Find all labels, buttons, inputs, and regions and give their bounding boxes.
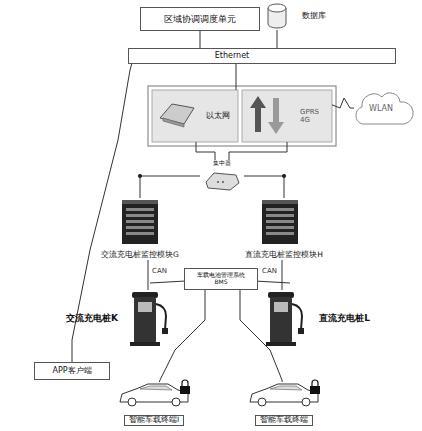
- up-arrow-icon: [250, 96, 266, 132]
- node-text: Ethernet: [215, 51, 249, 60]
- connector-line: [148, 260, 149, 290]
- connector-line: [332, 98, 354, 108]
- connector-line: [196, 142, 215, 160]
- node-text: APP客户端: [52, 366, 91, 375]
- monitor-node: 直流充电桩监控模块H: [232, 198, 336, 260]
- connector-line: [258, 281, 290, 283]
- terminal-node: 智能车载终端I: [112, 382, 196, 426]
- node-text: 交流充电桩监控模块G: [101, 251, 179, 260]
- edge-label: CAN: [152, 267, 167, 275]
- database-icon: [268, 4, 286, 28]
- wireless-panel-node: GPRS 4G: [242, 90, 332, 142]
- charger-node: 直流充电桩L: [262, 290, 370, 346]
- wireless-panel: [242, 90, 332, 142]
- connector-line: [277, 30, 278, 48]
- unit-box: 区域协调调度单元: [140, 7, 260, 31]
- led-dot: [217, 181, 219, 183]
- node-text: 区域协调调度单元: [164, 14, 236, 24]
- connector-line: [140, 176, 200, 198]
- node-text: GPRS 4G: [300, 108, 326, 124]
- client-box: APP客户端: [34, 362, 110, 380]
- connector-line: [159, 290, 205, 382]
- concentrator-node: 集中器: [200, 160, 244, 192]
- terminal-node: 智能车载终端: [242, 382, 326, 426]
- concentrator-icon: [206, 173, 239, 190]
- bms-box: 车载电池管理系统 BMS: [184, 268, 258, 290]
- connector-line: [229, 142, 287, 160]
- node-text: 直流充电桩L: [319, 313, 370, 323]
- led-dot: [222, 181, 224, 183]
- connector-line: [240, 290, 282, 382]
- node-text: 智能车载终端: [255, 415, 313, 426]
- node-text: 智能车载终端I: [124, 415, 184, 426]
- ethernet-icon: [163, 118, 184, 127]
- node-text: 以太网: [206, 111, 230, 120]
- connector-line: [150, 281, 184, 283]
- node-text: 交流充电桩K: [66, 313, 118, 323]
- car-icon: [250, 380, 320, 406]
- charger-icon: [130, 292, 168, 346]
- cloud-shape: [356, 93, 413, 124]
- connector-line: [200, 31, 201, 48]
- down-arrow-icon: [268, 98, 284, 134]
- node-text: 直流充电桩监控模块H: [245, 251, 323, 260]
- node-text: 数据库: [302, 11, 326, 20]
- node-text: WLAN: [369, 104, 393, 113]
- edge-label: CAN: [262, 267, 277, 275]
- connector-line: [236, 64, 237, 90]
- server-icon: [122, 200, 158, 244]
- monitor-node: 交流充电桩监控模块G: [88, 198, 192, 260]
- charger-icon: [266, 292, 304, 346]
- comm-box: [148, 86, 336, 146]
- cloud-node: WLAN: [354, 94, 408, 124]
- connector-line: [244, 176, 284, 198]
- car-icon: [120, 380, 190, 406]
- node-text: 集中器: [213, 160, 231, 167]
- database-node: 数据库: [264, 2, 340, 30]
- bus-bar: Ethernet: [128, 48, 396, 64]
- charger-node: 交流充电桩K: [66, 290, 168, 346]
- node-text: 车载电池管理系统 BMS: [196, 272, 246, 286]
- server-icon: [262, 200, 298, 244]
- ethernet-panel-node: 以太网: [152, 90, 238, 142]
- ethernet-panel: [152, 90, 238, 142]
- connector-line: [282, 260, 283, 290]
